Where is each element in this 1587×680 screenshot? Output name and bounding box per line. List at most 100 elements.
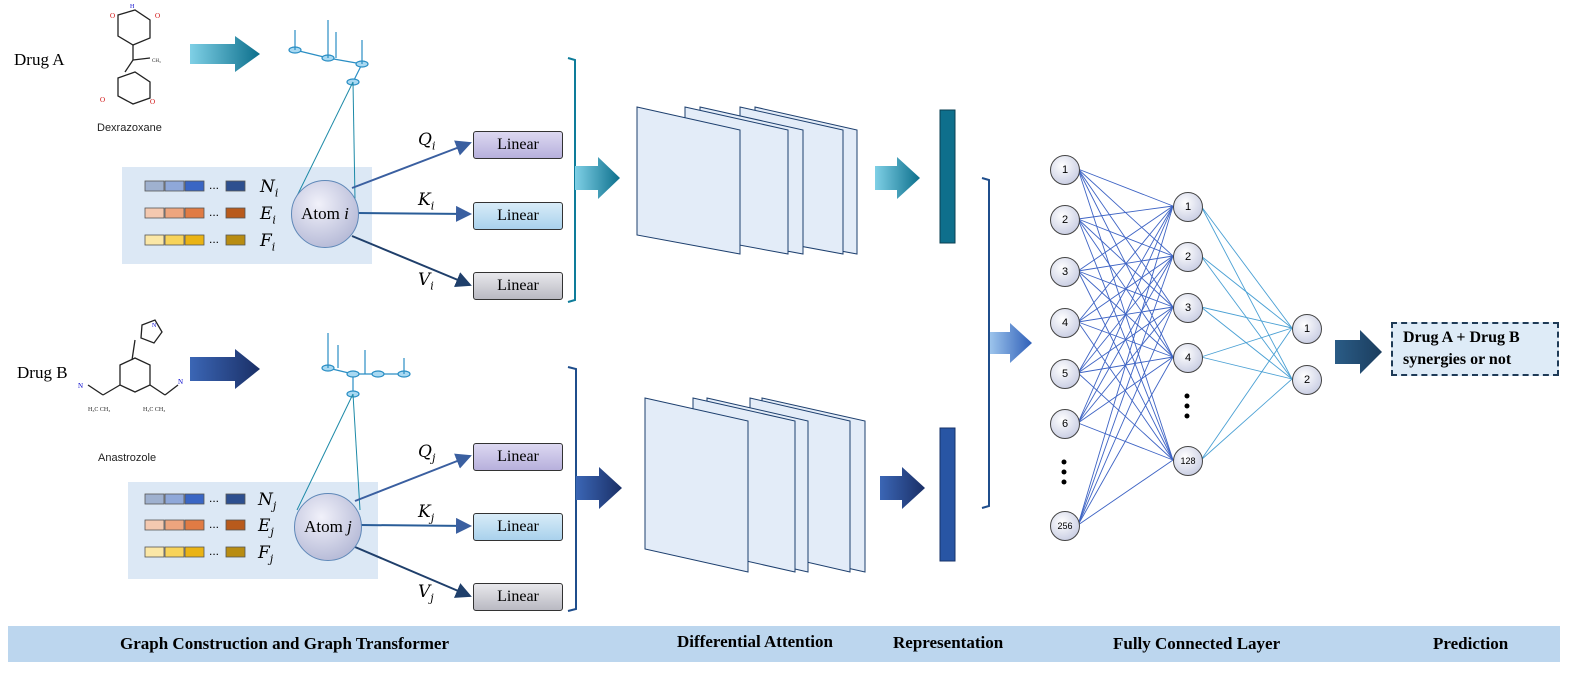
fc-edge-input-hidden [1077, 205, 1174, 220]
hidden-node: 3 [1173, 293, 1203, 323]
hidden-node: 2 [1173, 242, 1203, 272]
hidden-node: 4 [1173, 343, 1203, 373]
drug-a-molecule-name: Dexrazoxane [97, 122, 162, 134]
svg-text:O: O [110, 12, 115, 20]
fc-edge-input-hidden [1077, 306, 1174, 526]
svg-text:N: N [178, 378, 183, 386]
q-j-label: Qj [418, 442, 436, 465]
output-node: 2 [1292, 365, 1322, 395]
svg-text:H₃C CH₃: H₃C CH₃ [143, 407, 165, 413]
linear-q-j: Linear [473, 443, 563, 471]
graph-glyph-b [321, 333, 411, 398]
fc-edge-input-hidden [1077, 168, 1174, 207]
feature-label-nj: Nj [258, 490, 277, 513]
arrow-to-fc [990, 323, 1032, 363]
feature-label-ei: Ei [260, 204, 276, 227]
feature-label-fi: Fi [260, 231, 276, 254]
linear-k-i: Linear [473, 202, 563, 230]
drug-b-molecule-name: Anastrozole [98, 452, 157, 464]
stage-prediction: Prediction [1433, 634, 1509, 653]
fc-edge-input-hidden [1077, 205, 1174, 424]
fc-edge-input-hidden [1077, 205, 1174, 323]
fc-edge-input-hidden [1077, 218, 1174, 358]
fc-edge-input-hidden [1077, 205, 1174, 526]
stage-fully-connected: Fully Connected Layer [1113, 634, 1281, 653]
linear-v-j: Linear [473, 583, 563, 611]
fc-edge-hidden-output [1200, 306, 1293, 329]
arrow-to-rep-a [875, 157, 920, 199]
linear-k-j: Linear [473, 513, 563, 541]
q-i-label: Qi [418, 130, 436, 153]
v-i-label: Vi [418, 270, 434, 293]
fc-edge-hidden-output [1200, 356, 1293, 380]
linear-q-i: Linear [473, 131, 563, 159]
feature-ellipsis-a-n: ... [209, 178, 220, 192]
input-node: 3 [1050, 257, 1080, 287]
stage-representation: Representation [893, 633, 1004, 652]
feature-ellipsis-b-e: ... [209, 517, 220, 531]
fc-edge-input-hidden [1077, 218, 1174, 257]
fc-edge-input-hidden [1077, 459, 1174, 526]
atom-j-node: Atom j [294, 493, 362, 561]
svg-text:O: O [100, 96, 105, 104]
drug-a-label: Drug A [14, 50, 65, 69]
fc-edge-hidden-output [1200, 378, 1293, 461]
prediction-line-1: Drug A + Drug B [1403, 329, 1520, 346]
arrow-to-rep-b [880, 467, 925, 509]
fc-edge-input-hidden [1077, 255, 1174, 424]
bracket-representation [981, 177, 990, 509]
feature-ellipsis-a-f: ... [209, 232, 220, 246]
attention-planes-a [636, 106, 858, 255]
input-node: 6 [1050, 409, 1080, 439]
arrow-to-attention-b [576, 467, 622, 509]
svg-text:O: O [155, 12, 160, 20]
hidden-node: 1 [1173, 192, 1203, 222]
fc-edge-hidden-output [1200, 306, 1293, 380]
svg-text:N: N [78, 382, 83, 390]
k-j-label: Kj [418, 502, 435, 525]
prediction-line-2: synergies or not [1403, 351, 1512, 368]
attention-planes-b [644, 397, 866, 573]
arrow-drug-a [190, 36, 260, 72]
input-node: 5 [1050, 359, 1080, 389]
input-node: 4 [1050, 308, 1080, 338]
linear-v-i: Linear [473, 272, 563, 300]
arrow-to-attention-a [575, 157, 620, 199]
feature-label-ej: Ej [258, 516, 274, 539]
input-node: 2 [1050, 205, 1080, 235]
representation-bar-a [939, 109, 956, 244]
arrow-drug-b [190, 349, 260, 389]
hidden-node: 128 [1173, 446, 1203, 476]
representation-bar-b [939, 427, 956, 562]
svg-text:O: O [150, 98, 155, 106]
v-j-label: Vj [418, 582, 434, 605]
fc-edge-input-hidden [1077, 205, 1174, 374]
fc-edge-input-hidden [1077, 356, 1174, 526]
svg-text:H₃C CH₃: H₃C CH₃ [88, 407, 110, 413]
prediction-box: Drug A + Drug B synergies or not [1391, 322, 1559, 376]
bracket-a [567, 57, 576, 303]
svg-text:N: N [152, 323, 157, 329]
feature-bars-b [144, 493, 246, 558]
feature-ellipsis-a-e: ... [209, 205, 220, 219]
stage-differential-attention: Differential Attention [677, 632, 833, 651]
arrow-to-prediction [1335, 330, 1382, 374]
fc-edge-input-hidden [1077, 205, 1174, 272]
fc-edge-hidden-output [1200, 205, 1293, 329]
atom-pointer-lines-a [294, 81, 356, 201]
anastrozole-structure: N N H₃C CH₃ H₃C CH₃ N [78, 319, 183, 413]
graph-glyph-a [288, 20, 369, 86]
input-node: 256 [1050, 511, 1080, 541]
atom-pointer-lines-b [296, 393, 361, 511]
stage-bar [8, 626, 1560, 662]
svg-text:H: H [130, 4, 135, 10]
fc-connections [1077, 168, 1293, 526]
input-node: 1 [1050, 155, 1080, 185]
k-i-label: Ki [418, 190, 435, 213]
stage-graph-transformer: Graph Construction and Graph Transformer [120, 634, 450, 653]
atom-i-node: Atom i [291, 180, 359, 248]
drug-b-label: Drug B [17, 363, 68, 382]
feature-label-ni: Ni [260, 177, 279, 200]
